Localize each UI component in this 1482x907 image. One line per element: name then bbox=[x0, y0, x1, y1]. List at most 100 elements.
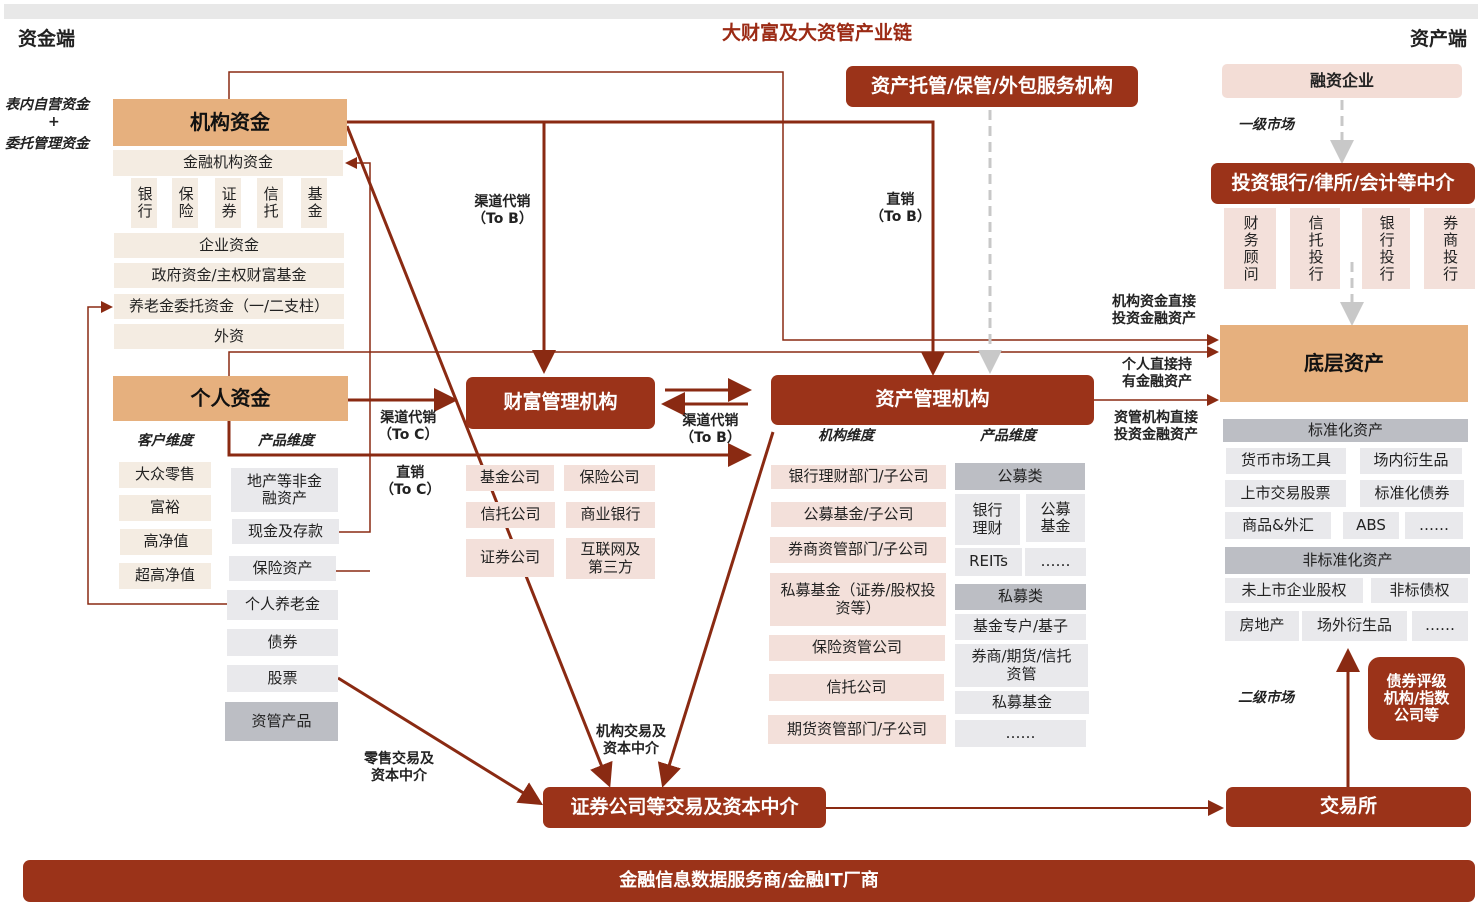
public-item: …… bbox=[1025, 548, 1086, 576]
line-personal-direct bbox=[228, 346, 1219, 376]
wealth-item: 保险公司 bbox=[564, 465, 655, 491]
line-pension bbox=[87, 301, 227, 605]
private-item: …… bbox=[955, 720, 1086, 747]
product-dim-label: 产品维度 bbox=[258, 433, 314, 449]
wealth-item: 信托公司 bbox=[466, 502, 555, 528]
inst-fund-item: 政府资金/主权财富基金 bbox=[114, 263, 344, 288]
fin-type: 银行 bbox=[131, 178, 157, 228]
line-inst-to-am bbox=[347, 120, 945, 376]
primary-market-label: 一级市场 bbox=[1238, 117, 1294, 133]
label-inst-direct: 机构资金直接 投资金融资产 bbox=[1112, 294, 1196, 327]
inst-fund-item: 外资 bbox=[114, 324, 344, 349]
top-bar bbox=[4, 4, 1478, 19]
nonstd-asset: 房地产 bbox=[1225, 611, 1299, 641]
ibank-item: 财务顾问 bbox=[1224, 208, 1276, 289]
std-asset: 货币市场工具 bbox=[1226, 448, 1346, 474]
am-inst-item: 券商资管部门/子公司 bbox=[770, 537, 946, 563]
std-asset: 商品&外汇 bbox=[1225, 512, 1331, 539]
client-item: 富裕 bbox=[119, 495, 211, 521]
label-personal-direct: 个人直接持 有金融资产 bbox=[1122, 357, 1192, 390]
nonstd-asset: 场外衍生品 bbox=[1302, 611, 1407, 641]
line-inst-direct bbox=[228, 71, 1219, 346]
financing-box: 融资企业 bbox=[1222, 64, 1462, 98]
label-direct-tob: 直销 （To B） bbox=[870, 192, 931, 225]
fin-type: 保险 bbox=[172, 178, 198, 228]
std-asset: 上市交易股票 bbox=[1225, 480, 1346, 507]
label-inst-trade: 机构交易及 资本中介 bbox=[596, 724, 666, 757]
line-am-trade bbox=[657, 431, 775, 788]
exchange-box: 交易所 bbox=[1226, 787, 1471, 827]
secondary-market-label: 二级市场 bbox=[1238, 690, 1294, 706]
std-asset: …… bbox=[1405, 512, 1463, 539]
am-inst-item: 保险资管公司 bbox=[769, 635, 945, 661]
product-item: 资管产品 bbox=[225, 702, 338, 741]
am-inst-dim-label: 机构维度 bbox=[818, 428, 874, 444]
note-entrusted: 委托管理资金 bbox=[5, 136, 89, 152]
label-am-direct: 资管机构直接 投资金融资产 bbox=[1114, 410, 1198, 443]
fin-inst-funds: 金融机构资金 bbox=[113, 150, 343, 176]
ibank-item: 银行投行 bbox=[1362, 208, 1410, 289]
client-dim-label: 客户维度 bbox=[137, 433, 193, 449]
nonstd-asset: 非标债权 bbox=[1371, 578, 1468, 603]
std-assets-header: 标准化资产 bbox=[1223, 419, 1468, 442]
product-item: 股票 bbox=[227, 665, 338, 692]
nonstd-assets-header: 非标准化资产 bbox=[1225, 547, 1470, 574]
std-asset: 标准化债券 bbox=[1360, 480, 1464, 507]
nonstd-asset: 未上市企业股权 bbox=[1225, 578, 1363, 603]
am-product-dim-label: 产品维度 bbox=[980, 428, 1036, 444]
product-item: 地产等非金融资产 bbox=[231, 468, 338, 512]
private-item: 券商/期货/信托资管 bbox=[955, 644, 1088, 687]
note-plus: + bbox=[48, 114, 60, 130]
funds-side-label: 资金端 bbox=[18, 28, 76, 50]
public-item: REITs bbox=[955, 548, 1022, 576]
wealth-item: 证券公司 bbox=[466, 539, 554, 577]
ibank-item: 券商投行 bbox=[1424, 208, 1475, 289]
am-inst-item: 公募基金/子公司 bbox=[771, 502, 946, 527]
am-inst-item: 期货资管部门/子公司 bbox=[768, 715, 946, 744]
asset-mgmt-box: 资产管理机构 bbox=[771, 375, 1094, 425]
am-inst-item: 信托公司 bbox=[769, 674, 944, 701]
line-cash-to-fin bbox=[339, 157, 371, 533]
product-item: 现金及存款 bbox=[232, 519, 339, 544]
underlying-assets-box: 底层资产 bbox=[1220, 325, 1468, 402]
footer-bar: 金融信息数据服务商/金融IT厂商 bbox=[23, 860, 1475, 902]
am-inst-item: 私募基金（证券/股权投资等） bbox=[770, 573, 946, 626]
personal-funds-box: 个人资金 bbox=[113, 376, 348, 421]
private-item: 基金专户/基子 bbox=[955, 614, 1086, 640]
fin-type: 基金 bbox=[301, 178, 327, 228]
am-inst-item: 银行理财部门/子公司 bbox=[771, 465, 946, 489]
private-item: 私募基金 bbox=[955, 691, 1089, 714]
wealth-mgmt-box: 财富管理机构 bbox=[466, 377, 655, 429]
public-item: 公募基金 bbox=[1026, 494, 1085, 542]
line-retail-trade bbox=[337, 676, 544, 806]
client-item: 超高净值 bbox=[119, 563, 211, 589]
line-direct-toc bbox=[227, 421, 752, 467]
label-direct-toc: 直销 （To C） bbox=[380, 465, 441, 498]
label-channel-toc: 渠道代销 （To C） bbox=[378, 410, 439, 443]
inst-funds-box: 机构资金 bbox=[113, 99, 347, 146]
product-item: 债券 bbox=[227, 629, 338, 656]
wealth-item: 互联网及第三方 bbox=[566, 538, 655, 579]
fin-type: 证券 bbox=[215, 178, 241, 228]
inst-fund-item: 企业资金 bbox=[114, 233, 344, 258]
product-item: 保险资产 bbox=[229, 556, 336, 581]
nonstd-asset: …… bbox=[1412, 611, 1468, 641]
ibank-box: 投资银行/律所/会计等中介 bbox=[1211, 163, 1475, 204]
std-asset: 场内衍生品 bbox=[1360, 448, 1462, 474]
label-retail-trade: 零售交易及 资本中介 bbox=[364, 751, 434, 784]
wealth-item: 基金公司 bbox=[466, 465, 554, 491]
custody-box: 资产托管/保管/外包服务机构 bbox=[846, 66, 1138, 107]
line-inst-trade bbox=[345, 125, 613, 788]
private-header: 私募类 bbox=[955, 584, 1086, 610]
std-asset: ABS bbox=[1343, 512, 1399, 539]
broker-box: 证券公司等交易及资本中介 bbox=[543, 787, 826, 828]
public-header: 公募类 bbox=[955, 463, 1085, 490]
label-channel-tob-1: 渠道代销 （To B） bbox=[472, 194, 533, 227]
fin-type: 信托 bbox=[257, 178, 283, 228]
wealth-item: 商业银行 bbox=[566, 502, 655, 528]
inst-fund-item: 养老金委托资金（一/二支柱） bbox=[114, 294, 344, 319]
public-item: 银行理财 bbox=[955, 494, 1020, 545]
client-item: 高净值 bbox=[120, 529, 212, 555]
client-item: 大众零售 bbox=[119, 462, 211, 488]
